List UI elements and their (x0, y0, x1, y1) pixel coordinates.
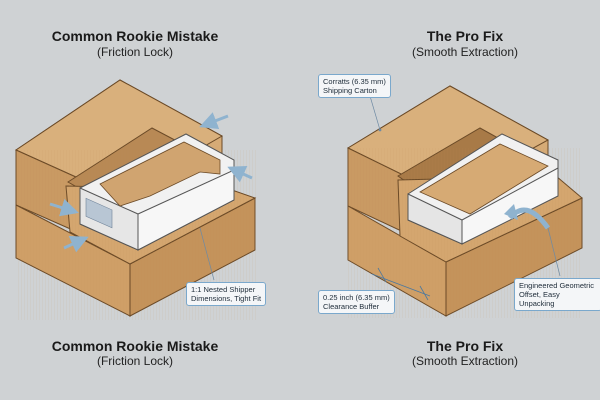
carton-callout-leader (370, 96, 380, 130)
left-nested-shipper-callout: 1:1 Nested Shipper Dimensions, Tight Fit (186, 282, 266, 306)
pressure-arrow-top (202, 116, 228, 126)
clearance-buffer-callout: 0.25 inch (6.35 mm) Clearance Buffer (318, 290, 395, 314)
geometric-offset-callout: Engineered Geometric Offset, Easy Unpack… (514, 278, 600, 311)
carton-callout: Corratts (6.35 mm) Shipping Carton (318, 74, 391, 98)
